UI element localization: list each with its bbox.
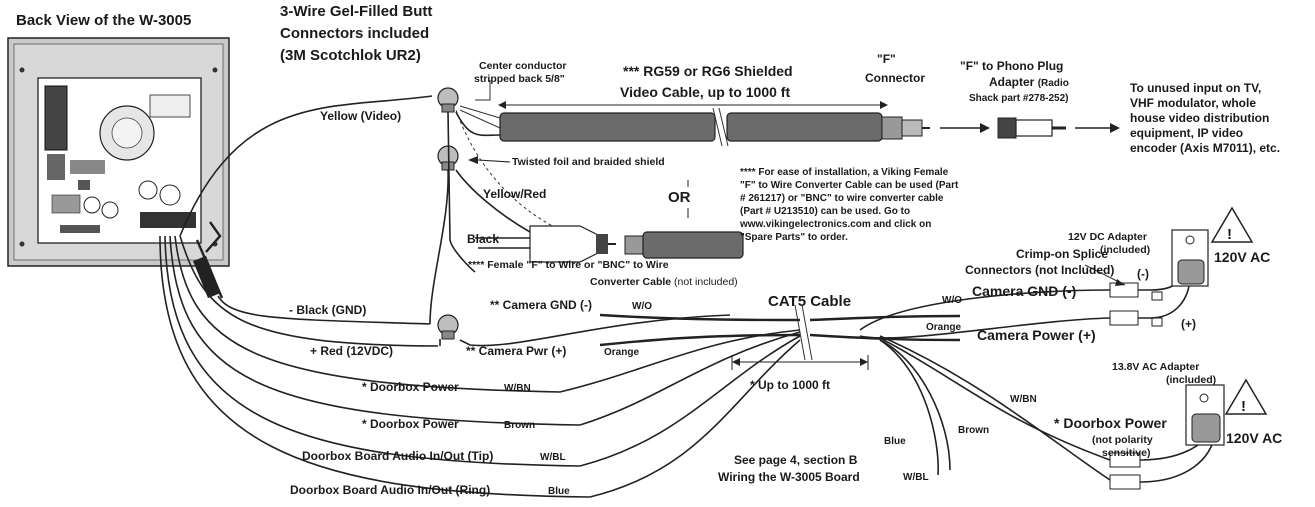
right-cam-pwr: Camera Power (+)	[977, 327, 1096, 343]
coax-cable	[459, 80, 1120, 147]
coax-label-1: *** RG59 or RG6 Shielded	[623, 63, 793, 79]
ac-adapter-2: (included)	[1166, 374, 1216, 386]
dc-adapter-2: (included)	[1100, 244, 1150, 256]
connectors-title-1: 3-Wire Gel-Filled Butt	[280, 3, 432, 20]
wire-yellow-red-label: Yellow/Red	[483, 187, 546, 201]
adapter-label-2b: (Radio	[1038, 78, 1069, 89]
cat5-brown: Brown	[958, 425, 989, 436]
note-line-5: www.vikingelectronics.com and click on	[739, 219, 931, 230]
w3005-back-panel	[7, 37, 230, 267]
cat5-wbl: W/BL	[903, 472, 929, 483]
dc-adapter-1: 12V DC Adapter	[1068, 231, 1147, 243]
adapter-label-3: Shack part #278-252)	[969, 93, 1069, 104]
crimp-splice-2: Connectors (not Included)	[965, 263, 1114, 277]
see-page-1: See page 4, section B	[734, 453, 858, 467]
audio-ring-code: Blue	[548, 486, 570, 497]
v120-bottom: 120V AC	[1226, 430, 1282, 446]
v120-top: 120V AC	[1214, 249, 1270, 265]
audio-tip-label: Doorbox Board Audio In/Out (Tip)	[302, 449, 493, 463]
cat5-upto-label: * Up to 1000 ft	[750, 378, 830, 392]
cat5-orange: Orange	[926, 322, 961, 333]
wire-red-label: + Red (12VDC)	[310, 344, 393, 358]
destination-5: encoder (Axis M7011), etc.	[1130, 141, 1280, 155]
note-line-4: (Part # U213510) can be used. Go to	[740, 206, 910, 217]
cam-pwr-code: Orange	[604, 347, 639, 358]
svg-text:Adapter (Radio: Adapter (Radio	[989, 75, 1069, 89]
or-label: OR	[668, 189, 691, 206]
note-line-6: "Spare Parts" to order.	[740, 232, 848, 243]
crimp-splice-1: Crimp-on Splice	[1016, 247, 1108, 261]
warning-icon-top: !	[1227, 226, 1232, 243]
note-line-2: "F" to Wire Converter Cable can be used …	[740, 180, 959, 191]
coax-label-2: Video Cable, up to 1000 ft	[620, 84, 790, 100]
converter-cable	[475, 225, 744, 263]
f-connector-2: Connector	[865, 71, 925, 85]
right-doorbox-2: (not polarity	[1092, 434, 1153, 446]
cat5-wbn: W/BN	[1010, 394, 1037, 405]
doorbox-power-1-code: W/BN	[504, 383, 531, 394]
doorbox-power-2-code: Brown	[504, 420, 535, 431]
shield-label: Twisted foil and braided shield	[512, 156, 665, 168]
cam-gnd-code: W/O	[632, 301, 652, 312]
svg-text:Converter Cable (not included): Converter Cable (not included)	[590, 276, 738, 288]
cat5-label: CAT5 Cable	[768, 293, 851, 310]
converter-label-1: **** Female "F" to Wire or "BNC" to Wire	[468, 259, 669, 271]
destination-1: To unused input on TV,	[1130, 81, 1261, 95]
right-doorbox-3: sensitive)	[1102, 447, 1150, 459]
cat5-cable	[559, 289, 1111, 498]
destination-3: house video distribution	[1130, 111, 1269, 125]
right-doorbox-1: * Doorbox Power	[1054, 415, 1167, 431]
cat5-wo: W/O	[942, 295, 962, 306]
center-conductor-2: stripped back 5/8"	[474, 73, 565, 85]
wire-black-label: Black	[467, 232, 499, 246]
cat5-blue: Blue	[884, 436, 906, 447]
note-line-1: **** For ease of installation, a Viking …	[740, 167, 949, 178]
neg-label: (-)	[1137, 267, 1149, 281]
center-conductor-1: Center conductor	[479, 60, 567, 72]
converter-label-2a: Converter Cable	[590, 276, 674, 288]
destination-4: equipment, IP video	[1130, 126, 1243, 140]
cam-pwr-label: ** Camera Pwr (+)	[466, 344, 566, 358]
audio-tip-code: W/BL	[540, 452, 566, 463]
connectors-title-3: (3M Scotchlok UR2)	[280, 47, 421, 64]
dc-adapter	[1084, 206, 1254, 327]
back-view-title: Back View of the W-3005	[16, 12, 191, 29]
f-connector-1: "F"	[877, 52, 896, 66]
adapter-label-1: "F" to Phono Plug	[960, 59, 1063, 73]
butt-connector-power	[437, 314, 459, 340]
ac-adapter	[1109, 378, 1268, 490]
doorbox-power-1-label: * Doorbox Power	[362, 380, 459, 394]
cam-gnd-label: ** Camera GND (-)	[490, 298, 592, 312]
wire-black-gnd-label: - Black (GND)	[289, 303, 366, 317]
adapter-label-2a: Adapter	[989, 75, 1038, 89]
doorbox-power-2-label: * Doorbox Power	[362, 417, 459, 431]
warning-icon-bottom: !	[1241, 398, 1246, 415]
right-cam-gnd: Camera GND (-)	[972, 283, 1076, 299]
audio-ring-label: Doorbox Board Audio In/Out (Ring)	[290, 483, 490, 497]
see-page-2: Wiring the W-3005 Board	[718, 470, 860, 484]
board-wires	[159, 95, 591, 498]
ac-adapter-1: 13.8V AC Adapter	[1112, 361, 1199, 373]
connectors-title-2: Connectors included	[280, 25, 429, 42]
destination-2: VHF modulator, whole	[1130, 96, 1256, 110]
wire-yellow-label: Yellow (Video)	[320, 109, 401, 123]
butt-connector-video	[437, 87, 459, 113]
pos-label: (+)	[1181, 317, 1196, 331]
note-line-3: # 261217) or "BNC" to wire converter cab…	[740, 193, 944, 204]
converter-label-2b: (not included)	[674, 276, 738, 288]
